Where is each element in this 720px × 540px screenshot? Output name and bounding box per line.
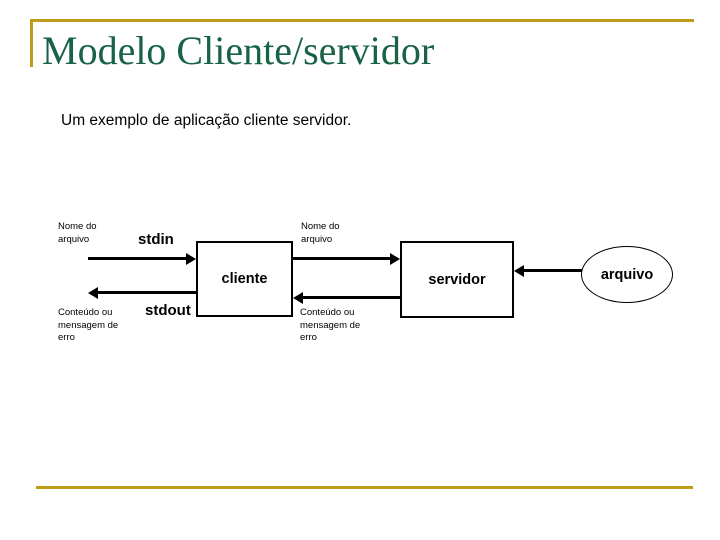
arrow-stdout-line [98,291,196,294]
arrow-cliente-to-servidor-line [293,257,390,260]
label-left-nome-do-arquivo: Nome do arquivo [58,221,97,245]
gold-top-horizontal-rule [30,19,694,22]
arrow-cliente-to-servidor-head [390,252,400,265]
arrow-arquivo-to-servidor-head [514,264,524,277]
arrow-servidor-to-cliente-head [293,291,303,304]
slide-subtitle: Um exemplo de aplicação cliente servidor… [61,112,352,129]
label-stdin: stdin [138,231,174,248]
node-arquivo: arquivo [581,246,673,303]
slide-title: Modelo Cliente/servidor [42,28,435,73]
node-servidor: servidor [400,241,514,318]
arrow-servidor-to-cliente-line [303,296,414,299]
arrow-arquivo-to-servidor-line [524,269,583,272]
arrow-stdin-line [88,257,188,260]
arrow-stdin-head [186,252,196,265]
label-mid-nome-do-arquivo: Nome do arquivo [301,221,340,245]
node-cliente: cliente [196,241,293,317]
gold-top-vertical-rule [30,19,33,67]
arrow-stdout-head [88,286,98,299]
label-left-conteudo-ou-mensagem-de-erro: Conteúdo ou mensagem de erro [58,307,119,343]
gold-bottom-rule [36,486,693,489]
label-mid-conteudo-ou-mensagem-de-erro: Conteúdo ou mensagem de erro [300,307,361,343]
label-stdout: stdout [145,302,191,319]
